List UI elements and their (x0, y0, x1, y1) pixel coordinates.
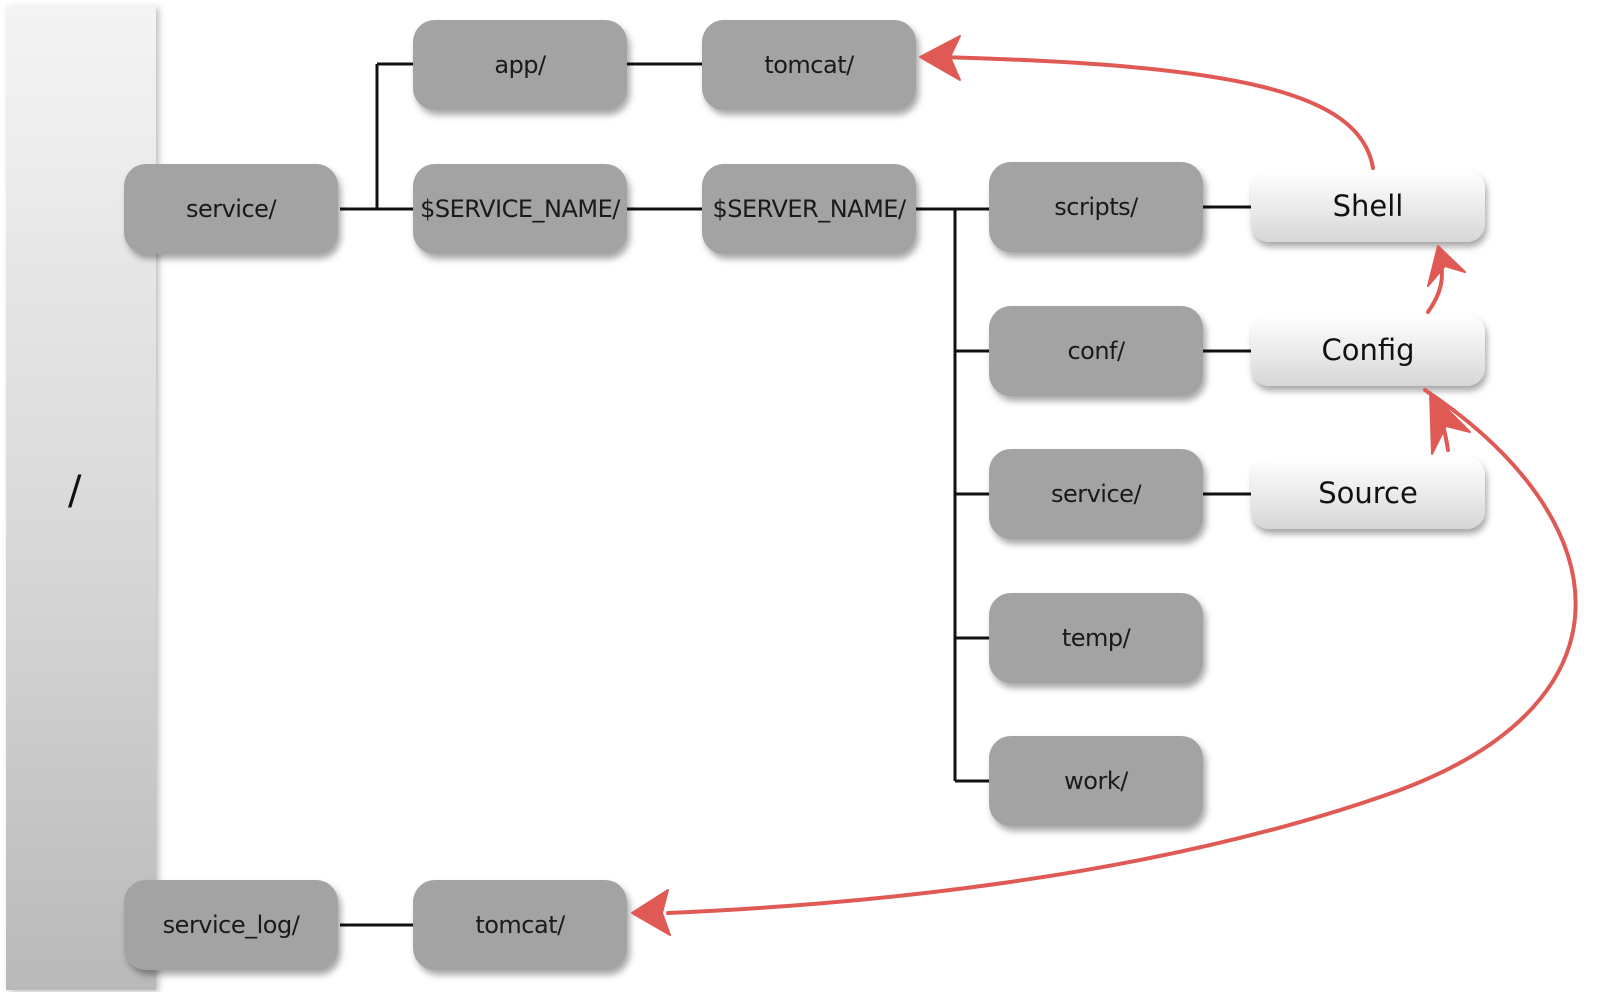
folder-server-name: $SERVER_NAME/ (702, 164, 916, 254)
folder-tomcat-app: tomcat/ (702, 20, 916, 110)
folder-app: app/ (413, 20, 627, 110)
folder-service-name: $SERVICE_NAME/ (413, 164, 627, 254)
folder-work: work/ (989, 736, 1203, 826)
folder-service-sub: service/ (989, 449, 1203, 539)
arrowhead-config (1429, 391, 1471, 455)
arrow-source-to-config (1430, 396, 1450, 452)
folder-temp: temp/ (989, 593, 1203, 683)
arrowhead-tomcat-log (631, 889, 671, 936)
folder-conf: conf/ (989, 306, 1203, 396)
root-directory-label: / (68, 468, 82, 514)
arrowhead-tomcat-top (919, 35, 961, 81)
arrow-config-to-shell (1426, 256, 1444, 314)
file-shell: Shell (1251, 170, 1485, 242)
arrowhead-shell (1427, 245, 1466, 287)
folder-scripts: scripts/ (989, 162, 1203, 252)
folder-service: service/ (124, 164, 338, 254)
arrow-shell-to-tomcat (938, 55, 1375, 170)
file-source: Source (1251, 457, 1485, 529)
folder-service-log: service_log/ (124, 880, 338, 970)
file-config: Config (1251, 314, 1485, 386)
folder-tomcat-log: tomcat/ (413, 880, 627, 970)
